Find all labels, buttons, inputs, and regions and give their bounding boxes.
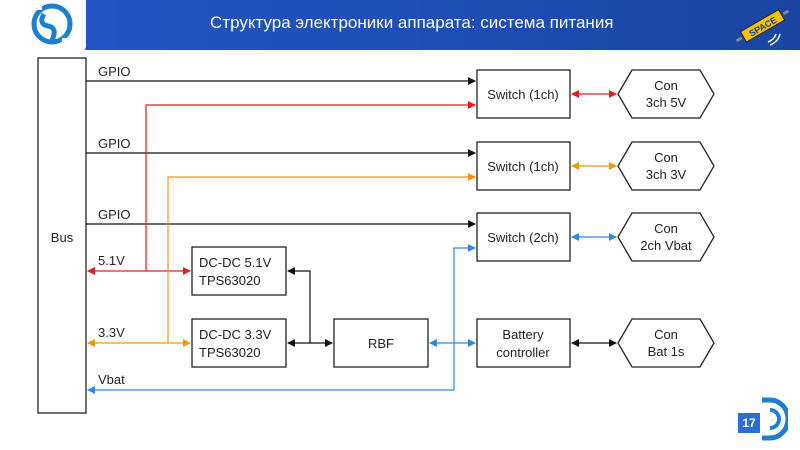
con4-label-2: Bat 1s	[648, 344, 685, 359]
dcdc-5v1-chip: TPS63020	[199, 273, 260, 288]
dcdc-3v3-label: DC-DC 3.3V	[199, 327, 272, 342]
footer-logo-icon	[762, 397, 788, 441]
con2-label-1: Con	[654, 150, 678, 165]
con2-label-2: 3ch 3V	[646, 167, 687, 182]
vbat-label: Vbat	[98, 372, 125, 387]
page-title: Структура электроники аппарата: система …	[210, 13, 614, 32]
switch-1ch-block-2	[476, 141, 571, 191]
con1-label-2: 3ch 5V	[646, 95, 687, 110]
con3-label-2: 2ch Vbat	[640, 238, 692, 253]
connector-bat-1s	[617, 318, 715, 368]
dcdc51-rbf-line	[287, 267, 311, 343]
connector-2ch-vbat	[617, 212, 715, 262]
bus-label: Bus	[51, 230, 74, 245]
con1-label-1: Con	[654, 78, 678, 93]
rbf-label: RBF	[368, 336, 394, 351]
connector-3ch-5v	[617, 69, 715, 119]
battery-controller-block	[476, 318, 571, 368]
switch-2ch-block	[476, 212, 571, 262]
switch-1-label: Switch (1ch)	[487, 87, 559, 102]
v33-label: 3.3V	[98, 325, 125, 340]
header-bar: Структура электроники аппарата: система …	[0, 0, 800, 50]
satellite-logo-icon: SPACE	[735, 8, 790, 46]
connector-3ch-3v	[617, 141, 715, 191]
bus-block	[37, 57, 87, 414]
page-number: 17	[738, 413, 760, 433]
gpio-label-3: GPIO	[98, 207, 131, 222]
switch-2-label: Switch (1ch)	[487, 159, 559, 174]
battery-label-1: Battery	[502, 327, 544, 342]
logo-container	[0, 0, 86, 52]
vbat-line	[87, 244, 476, 394]
con4-label-1: Con	[654, 327, 678, 342]
gpio-label-2: GPIO	[98, 136, 131, 151]
switch-3-label: Switch (2ch)	[487, 230, 559, 245]
v51-label: 5.1V	[98, 253, 125, 268]
company-logo-icon	[30, 3, 73, 45]
v51-switch-line	[145, 101, 476, 271]
switch-1ch-block-1	[476, 69, 571, 119]
dcdc-5v1-label: DC-DC 5.1V	[199, 255, 272, 270]
dcdc-3v3-chip: TPS63020	[199, 345, 260, 360]
con3-label-1: Con	[654, 221, 678, 236]
battery-label-2: controller	[496, 345, 550, 360]
gpio-label-1: GPIO	[98, 64, 131, 79]
